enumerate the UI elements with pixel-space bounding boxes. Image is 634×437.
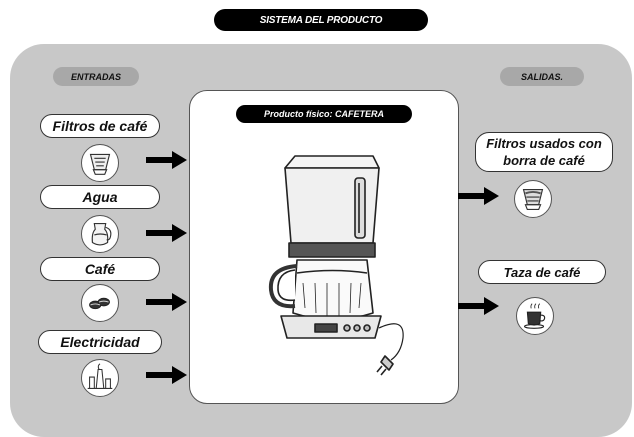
used-filter-icon (514, 180, 552, 218)
arrow-right-icon (146, 365, 188, 385)
coffee-beans-icon (81, 284, 119, 322)
arrow-right-icon (458, 186, 500, 206)
output-label-used-filters: Filtros usados con borra de café (475, 132, 613, 172)
diagram-title: SISTEMA DEL PRODUCTO (214, 9, 428, 31)
water-pitcher-icon (81, 215, 119, 253)
arrow-right-icon (146, 223, 188, 243)
input-label-coffee: Café (40, 257, 160, 281)
input-label-electricity: Electricidad (38, 330, 162, 354)
inputs-header: ENTRADAS (53, 67, 139, 86)
coffee-cup-icon (516, 297, 554, 335)
coffee-filter-icon (81, 144, 119, 182)
outputs-header: SALIDAS. (500, 67, 584, 86)
arrow-right-icon (146, 292, 188, 312)
product-label: Producto físico: CAFETERA (236, 105, 412, 123)
arrow-right-icon (458, 296, 500, 316)
input-label-water: Agua (40, 185, 160, 209)
power-plant-icon (81, 359, 119, 397)
output-label-coffee-cup: Taza de café (478, 260, 606, 284)
coffee-maker-illustration (255, 148, 405, 383)
input-label-coffee-filters: Filtros de café (40, 114, 160, 138)
arrow-right-icon (146, 150, 188, 170)
